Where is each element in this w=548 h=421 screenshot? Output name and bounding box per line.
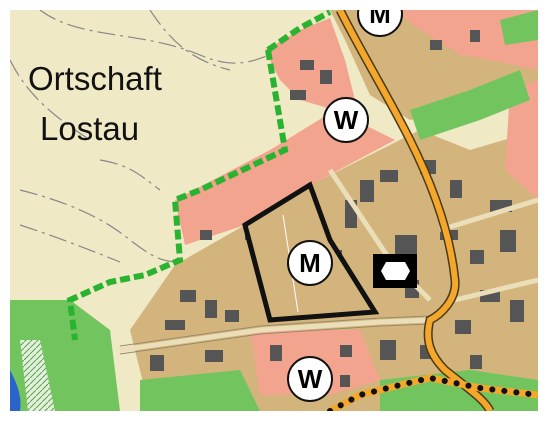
green-area-south [140, 370, 260, 411]
contour-lines [10, 10, 301, 263]
svg-text:W: W [298, 364, 323, 394]
green-corridor [410, 70, 530, 140]
place-label-line2: Lostau [40, 110, 139, 147]
place-label-line1: Ortschaft [28, 60, 162, 97]
water-body [10, 370, 21, 411]
road-edges [119, 315, 431, 355]
svg-text:M: M [299, 248, 321, 278]
zone-label-top-m: M [357, 0, 403, 37]
zone-label-m-center: M [287, 240, 333, 286]
main-road [337, 10, 493, 411]
residential-zone-east [505, 80, 538, 200]
residential-zone-west [175, 110, 395, 245]
hatched-area [20, 340, 55, 411]
settlement-boundary-north [266, 10, 332, 53]
hexagon-icon [373, 254, 417, 288]
green-area-northeast [500, 10, 538, 45]
settlement-boundary [66, 49, 289, 341]
zone-label-w-south: W [287, 356, 333, 402]
zone-label-w-north: W [323, 97, 369, 143]
dotted-route [327, 374, 538, 411]
svg-text:W: W [334, 105, 359, 135]
svg-text:M: M [369, 0, 391, 29]
